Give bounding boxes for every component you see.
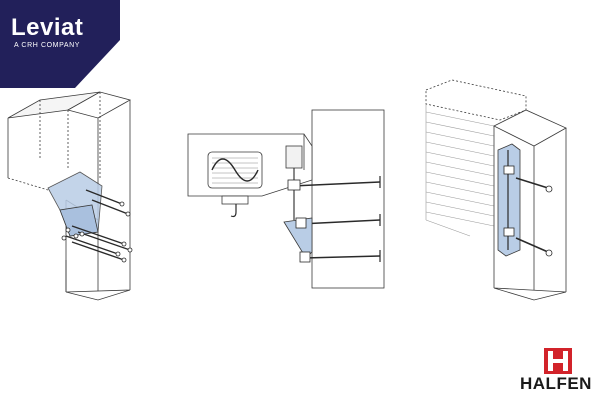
wall-bracket-with-sensor-illustration — [187, 109, 385, 289]
column-corner-bracket-illustration — [7, 91, 133, 301]
leviat-tagline: A CRH COMPANY — [14, 42, 81, 49]
halfen-brand-text: HALFEN — [520, 374, 592, 393]
leviat-logo: Leviat A CRH COMPANY — [0, 0, 120, 88]
leviat-brand-text: Leviat — [11, 14, 84, 41]
facade-column-anchor-illustration — [425, 79, 567, 301]
halfen-h-icon — [544, 348, 572, 374]
